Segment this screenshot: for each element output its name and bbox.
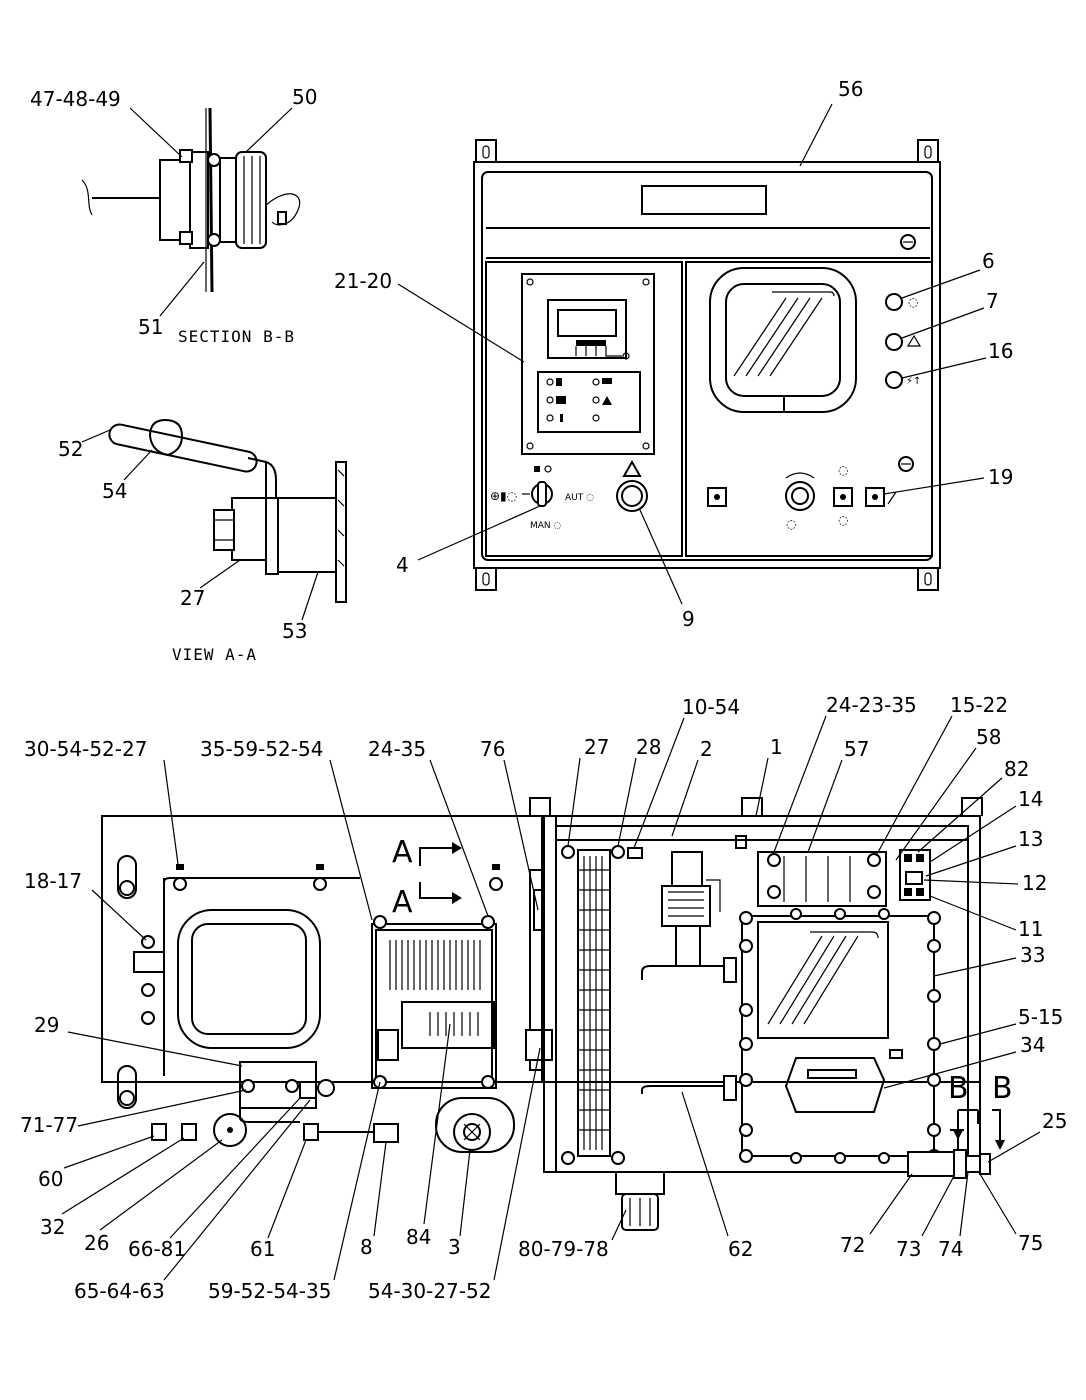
callout-26: 26	[84, 1231, 109, 1255]
callout-2: 2	[700, 737, 713, 761]
callout-4: 4	[396, 553, 409, 577]
callout-11: 11	[1018, 917, 1043, 941]
callout-30-54-52-27: 30-54-52-27	[24, 737, 147, 761]
callout-84: 84	[406, 1225, 431, 1249]
callout-58: 58	[976, 725, 1001, 749]
callout-34: 34	[1020, 1033, 1045, 1057]
callout-54-30-27-52: 54-30-27-52	[368, 1279, 491, 1303]
callout-15-22: 15-22	[950, 693, 1008, 717]
callout-18-17: 18-17	[24, 869, 82, 893]
view-a-a	[108, 418, 347, 603]
callout-47-48-49: 47-48-49	[30, 87, 121, 111]
callout-25: 25	[1042, 1109, 1067, 1133]
callout-60: 60	[38, 1167, 63, 1191]
callout-52: 52	[58, 437, 83, 461]
callout-19: 19	[988, 465, 1013, 489]
callout-54: 54	[102, 479, 127, 503]
callout-62: 62	[728, 1237, 753, 1261]
callout-7: 7	[986, 289, 999, 313]
callout-27: 27	[584, 735, 609, 759]
callout-28: 28	[636, 735, 661, 759]
svg-text:⊕▮◌: ⊕▮◌	[490, 489, 517, 503]
callout-82: 82	[1004, 757, 1029, 781]
callout-8: 8	[360, 1235, 373, 1259]
callout-66-81: 66-81	[128, 1237, 186, 1261]
view-marker-a-bottom: A	[392, 885, 413, 920]
callout-12: 12	[1022, 871, 1047, 895]
callout-24-35: 24-35	[368, 737, 426, 761]
callout-61: 61	[250, 1237, 275, 1261]
callout-33: 33	[1020, 943, 1045, 967]
callout-13: 13	[1018, 827, 1043, 851]
callout-29: 29	[34, 1013, 59, 1037]
callout-75: 75	[1018, 1231, 1043, 1255]
callout-50: 50	[292, 85, 317, 109]
callout-5-15: 5-15	[1018, 1005, 1063, 1029]
front-panel: ⊕▮◌ AUT ◌ MAN ◌ ◌ ⚡↑ ◌ ◌ ◌	[473, 139, 941, 591]
callout-59-52-54-35: 59-52-54-35	[208, 1279, 331, 1303]
callout-76: 76	[480, 737, 505, 761]
callout-6: 6	[982, 249, 995, 273]
callout-35-59-52-54: 35-59-52-54	[200, 737, 323, 761]
svg-text:◌: ◌	[786, 517, 796, 531]
callout-3: 3	[448, 1235, 461, 1259]
callout-32: 32	[40, 1215, 65, 1239]
callout-27: 27	[180, 586, 205, 610]
section-marker-b-left: B	[948, 1071, 969, 1106]
callout-56: 56	[838, 77, 863, 101]
callout-24-23-35: 24-23-35	[826, 693, 917, 717]
svg-text:◌: ◌	[838, 463, 848, 477]
section-marker-b-right: B	[992, 1071, 1013, 1106]
svg-text:MAN ◌: MAN ◌	[530, 521, 562, 531]
callout-80-79-78: 80-79-78	[518, 1237, 609, 1261]
callout-57: 57	[844, 737, 869, 761]
callout-71-77: 71-77	[20, 1113, 78, 1137]
svg-text:◌: ◌	[908, 295, 918, 309]
callout-51: 51	[138, 315, 163, 339]
svg-text:⚡↑: ⚡↑	[906, 376, 921, 387]
svg-text:◌: ◌	[838, 513, 848, 527]
callout-72: 72	[840, 1233, 865, 1257]
view-a-a-caption: VIEW A-A	[172, 645, 257, 664]
callout-16: 16	[988, 339, 1013, 363]
callout-53: 53	[282, 619, 307, 643]
section-b-b-view	[81, 107, 301, 293]
callout-65-64-63: 65-64-63	[74, 1279, 165, 1303]
callout-14: 14	[1018, 787, 1043, 811]
callout-1: 1	[770, 735, 783, 759]
callout-21-20: 21-20	[334, 269, 392, 293]
svg-text:AUT ◌: AUT ◌	[565, 493, 594, 503]
callout-73: 73	[896, 1237, 921, 1261]
section-b-b-caption: SECTION B-B	[178, 327, 295, 346]
callout-10-54: 10-54	[682, 695, 740, 719]
callout-9: 9	[682, 607, 695, 631]
view-marker-a-top: A	[392, 835, 413, 870]
callout-74: 74	[938, 1237, 963, 1261]
interior-view	[101, 797, 1005, 1231]
